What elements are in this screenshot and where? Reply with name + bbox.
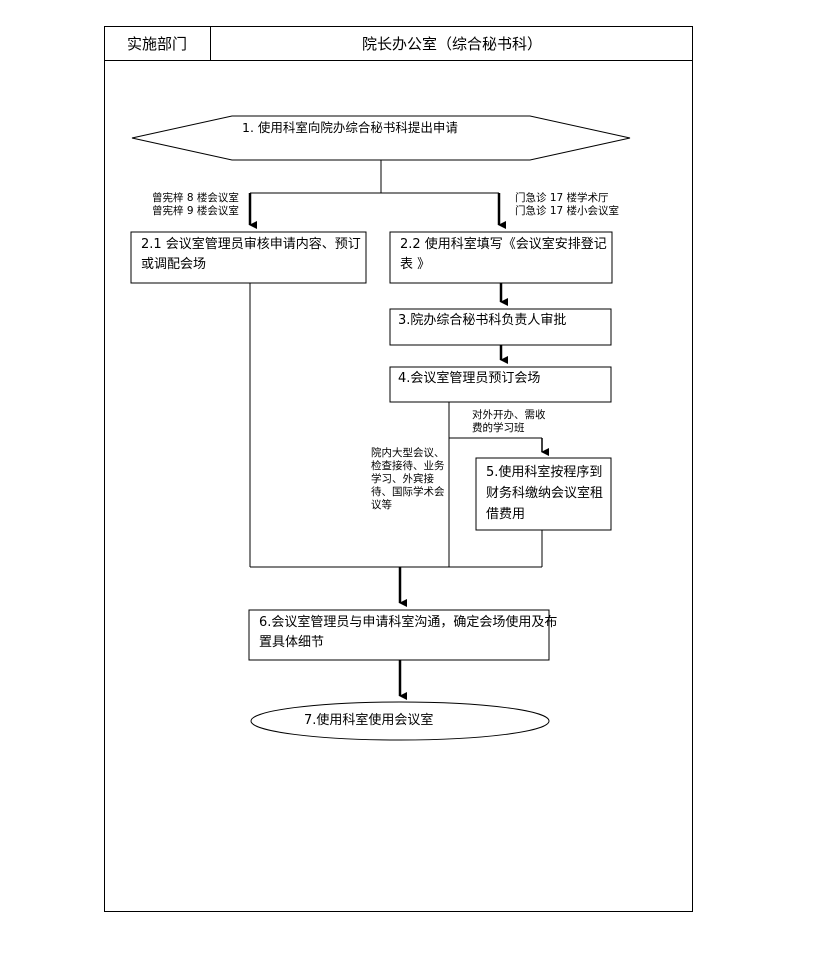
step5-box	[475, 457, 612, 531]
header-column-divider	[210, 26, 211, 61]
step2-1-box	[130, 231, 367, 284]
page-frame	[104, 26, 693, 912]
step2-2-label: 2.2 使用科室填写《会议室安排登记表 》	[400, 237, 607, 272]
step1-hexagon	[131, 115, 631, 161]
step7-label: 7.使用科室使用会议室	[304, 713, 434, 728]
step2-1-label: 2.1 会议室管理员审核申请内容、预订或调配会场	[141, 237, 361, 272]
step3-label: 3.院办综合秘书科负责人审批	[398, 313, 567, 328]
header-divider	[104, 60, 693, 61]
dept-label: 实施部门	[126, 35, 187, 53]
cond-left-line1: 曾宪梓 8 楼会议室	[152, 192, 239, 204]
step7-ellipse	[250, 701, 550, 741]
cond-right-line2: 门急诊 17 楼小会议室	[515, 205, 620, 217]
cond-right-line1: 门急诊 17 楼学术厅	[515, 192, 609, 204]
cond-external: 对外开办、需收费的学习班	[472, 409, 546, 434]
step4-box	[389, 366, 612, 403]
step6-label: 6.会议室管理员与申请科室沟通，确定会场使用及布置具体细节	[259, 615, 558, 650]
cond-internal: 院内大型会议、检查接待、业务学习、外宾接待、国际学术会议等	[371, 447, 445, 511]
step1-label: 1. 使用科室向院办综合秘书科提出申请	[242, 120, 458, 135]
step5-label: 5.使用科室按程序到财务科缴纳会议室租借费用	[486, 465, 604, 522]
step4-label: 4.会议室管理员预订会场	[398, 371, 541, 386]
dept-value: 院长办公室（综合秘书科）	[361, 35, 542, 53]
cond-left-line2: 曾宪梓 9 楼会议室	[152, 205, 239, 217]
